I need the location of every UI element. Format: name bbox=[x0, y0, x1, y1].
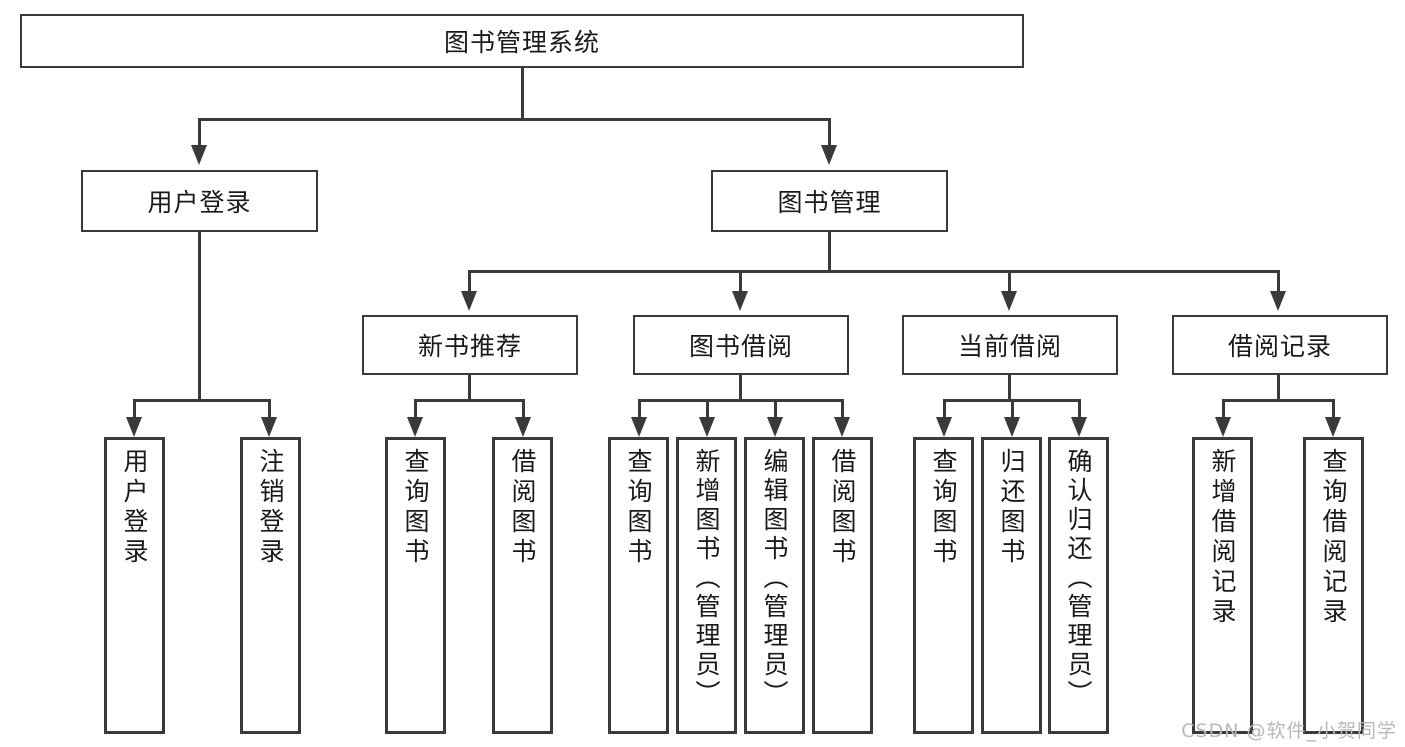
arrowhead-leaf-bb-query bbox=[631, 417, 647, 437]
node-label: 新书推荐 bbox=[417, 332, 522, 361]
leaf-label: 归还图书 bbox=[997, 448, 1026, 568]
node-borrow-record[interactable]: 借阅记录 bbox=[1172, 315, 1388, 375]
arrowhead-leaf-cb-confirm bbox=[1071, 417, 1087, 437]
connector-user-login-stem bbox=[198, 232, 201, 402]
connector-borrow-record-bus bbox=[1222, 399, 1335, 402]
connector-to-new-book bbox=[468, 270, 471, 291]
arrowhead-leaf-user-login bbox=[126, 417, 142, 437]
connector-new-book-drop-1 bbox=[414, 399, 417, 417]
arrowhead-leaf-bb-add bbox=[699, 417, 715, 437]
arrowhead-leaf-cb-return bbox=[1004, 417, 1020, 437]
leaf-current-confirm-return[interactable]: 确认归还（管理员） bbox=[1048, 437, 1109, 734]
node-label: 图书借阅 bbox=[688, 332, 793, 361]
connector-to-borrow-record bbox=[1277, 270, 1280, 291]
connector-to-user-login bbox=[198, 118, 201, 145]
connector-user-login-drop-1 bbox=[133, 399, 136, 417]
connector-to-book-management bbox=[828, 118, 831, 145]
leaf-record-query[interactable]: 查询借阅记录 bbox=[1303, 437, 1364, 734]
arrowhead-leaf-br-query bbox=[1325, 417, 1341, 437]
arrowhead-leaf-bb-borrow bbox=[834, 417, 850, 437]
connector-borrow-record-stem bbox=[1277, 375, 1280, 402]
connector-bb-drop-3 bbox=[774, 399, 777, 417]
connector-user-login-drop-2 bbox=[268, 399, 271, 417]
connector-cb-drop-2 bbox=[1011, 399, 1014, 417]
leaf-label: 借阅图书 bbox=[508, 448, 537, 568]
leaf-borrow-add-book[interactable]: 新增图书（管理员） bbox=[676, 437, 737, 734]
leaf-borrow-borrow-book[interactable]: 借阅图书 bbox=[812, 437, 873, 734]
leaf-label: 编辑图书（管理员） bbox=[760, 448, 789, 709]
leaf-label: 查询图书 bbox=[401, 448, 430, 568]
connector-level2-bus bbox=[198, 118, 831, 121]
leaf-label: 查询图书 bbox=[624, 448, 653, 568]
node-new-book-recommend[interactable]: 新书推荐 bbox=[362, 315, 578, 375]
node-label: 借阅记录 bbox=[1227, 332, 1332, 361]
arrowhead-leaf-nb-borrow bbox=[515, 417, 531, 437]
leaf-borrow-edit-book[interactable]: 编辑图书（管理员） bbox=[744, 437, 805, 734]
node-book-borrow[interactable]: 图书借阅 bbox=[633, 315, 849, 375]
node-label: 用户登录 bbox=[147, 188, 252, 217]
leaf-label: 确认归还（管理员） bbox=[1064, 448, 1093, 709]
arrowhead-leaf-br-add bbox=[1215, 417, 1231, 437]
leaf-record-add[interactable]: 新增借阅记录 bbox=[1192, 437, 1253, 734]
node-book-management-system[interactable]: 图书管理系统 bbox=[20, 14, 1024, 68]
connector-br-drop-2 bbox=[1332, 399, 1335, 417]
leaf-label: 用户登录 bbox=[120, 448, 149, 568]
connector-bb-drop-2 bbox=[706, 399, 709, 417]
leaf-current-query-book[interactable]: 查询图书 bbox=[913, 437, 974, 734]
connector-book-management-stem bbox=[828, 232, 831, 272]
leaf-user-login[interactable]: 用户登录 bbox=[104, 437, 165, 734]
leaf-new-book-query[interactable]: 查询图书 bbox=[385, 437, 446, 734]
arrowhead-leaf-logout bbox=[261, 417, 277, 437]
node-book-management[interactable]: 图书管理 bbox=[711, 170, 948, 232]
node-label: 图书管理 bbox=[777, 188, 882, 217]
connector-current-borrow-stem bbox=[1008, 375, 1011, 402]
arrowhead-to-book-borrow bbox=[732, 291, 748, 311]
arrowhead-to-book-management bbox=[821, 145, 837, 165]
connector-to-current-borrow bbox=[1008, 270, 1011, 291]
leaf-label: 查询借阅记录 bbox=[1319, 448, 1348, 628]
connector-new-book-bus bbox=[414, 399, 525, 402]
connector-new-book-drop-2 bbox=[522, 399, 525, 417]
connector-cb-drop-1 bbox=[943, 399, 946, 417]
arrowhead-leaf-bb-edit bbox=[767, 417, 783, 437]
connector-user-login-bus bbox=[133, 399, 271, 402]
arrowhead-to-current-borrow bbox=[1001, 291, 1017, 311]
connector-bb-drop-4 bbox=[841, 399, 844, 417]
leaf-borrow-query-book[interactable]: 查询图书 bbox=[608, 437, 669, 734]
connector-new-book-stem bbox=[468, 375, 471, 402]
leaf-label: 借阅图书 bbox=[828, 448, 857, 568]
connector-bb-drop-1 bbox=[638, 399, 641, 417]
connector-level3-bus bbox=[468, 270, 1280, 273]
leaf-new-book-borrow[interactable]: 借阅图书 bbox=[492, 437, 553, 734]
arrowhead-leaf-cb-query bbox=[936, 417, 952, 437]
leaf-label: 新增借阅记录 bbox=[1208, 448, 1237, 628]
leaf-label: 新增图书（管理员） bbox=[692, 448, 721, 709]
connector-cb-drop-3 bbox=[1078, 399, 1081, 417]
arrowhead-to-user-login bbox=[191, 145, 207, 165]
arrowhead-to-borrow-record bbox=[1270, 291, 1286, 311]
leaf-label: 注销登录 bbox=[256, 448, 285, 568]
node-label: 图书管理系统 bbox=[443, 28, 600, 57]
connector-root-stem bbox=[521, 68, 524, 118]
connector-br-drop-1 bbox=[1222, 399, 1225, 417]
node-user-login[interactable]: 用户登录 bbox=[81, 170, 318, 232]
connector-book-borrow-stem bbox=[739, 375, 742, 402]
node-label: 当前借阅 bbox=[957, 332, 1062, 361]
leaf-label: 查询图书 bbox=[929, 448, 958, 568]
leaf-logout[interactable]: 注销登录 bbox=[240, 437, 301, 734]
arrowhead-to-new-book bbox=[461, 291, 477, 311]
arrowhead-leaf-nb-query bbox=[407, 417, 423, 437]
connector-book-borrow-bus bbox=[638, 399, 844, 402]
leaf-current-return-book[interactable]: 归还图书 bbox=[981, 437, 1042, 734]
node-current-borrow[interactable]: 当前借阅 bbox=[902, 315, 1118, 375]
connector-to-book-borrow bbox=[739, 270, 742, 291]
